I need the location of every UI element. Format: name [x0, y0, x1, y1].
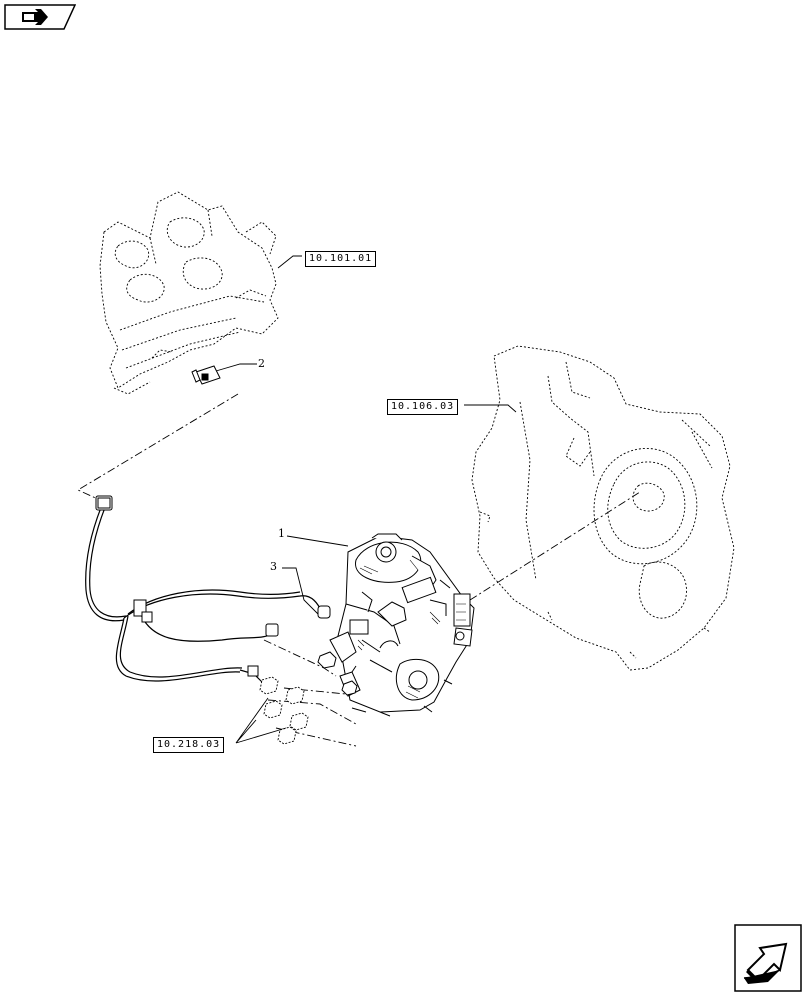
temperature-sensor: [191, 365, 221, 385]
next-page-arrow-icon: [743, 942, 788, 984]
gear-housing-outline: [471, 345, 735, 671]
harness-connectors: [95, 495, 331, 677]
callout-3: 3: [270, 560, 277, 573]
engine-block-outline: [99, 191, 279, 395]
ref-box-gear-housing[interactable]: 10.106.03: [387, 399, 459, 415]
wiring-harness: [85, 504, 323, 683]
pump-fittings: [259, 676, 309, 745]
ref-box-engine-block[interactable]: 10.101.01: [305, 251, 377, 267]
pump-detail-hatching: [357, 559, 466, 699]
arrow-right-hand-icon: [22, 9, 48, 25]
callout-1: 1: [278, 527, 285, 540]
callout-2: 2: [258, 357, 265, 370]
injection-pump: [317, 533, 475, 717]
next-page-button[interactable]: [734, 924, 802, 992]
leader-lines: [215, 255, 517, 744]
nav-tab[interactable]: [4, 4, 76, 30]
ref-box-pump-fittings[interactable]: 10.218.03: [153, 737, 225, 753]
